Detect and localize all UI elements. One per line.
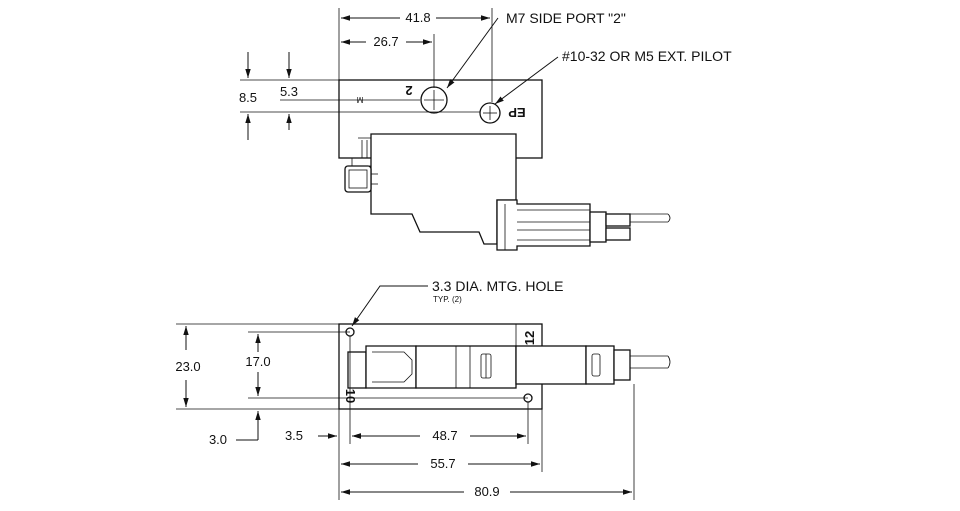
bottom-view: 12 10 3.3 DIA. MTG. HOLE TYP. (2) 23.0 1…	[175, 278, 671, 500]
dim-3-0: 3.0	[209, 432, 227, 447]
fitting-body	[515, 345, 587, 385]
callout-side-port: M7 SIDE PORT "2"	[506, 10, 626, 26]
valve-body	[415, 345, 517, 389]
callout-ext-pilot: #10-32 OR M5 EXT. PILOT	[562, 48, 732, 64]
dim-41-8: 41.8	[405, 10, 430, 25]
dim-8-5: 8.5	[239, 90, 257, 105]
left-connector	[344, 165, 372, 193]
ep-marking: EP	[508, 105, 526, 120]
dim-80-9: 80.9	[474, 484, 499, 499]
fitting-nut	[589, 211, 607, 243]
fitting-collet-lower	[605, 227, 631, 241]
dim-17-0: 17.0	[245, 354, 270, 369]
port-2-marking: 2	[405, 83, 412, 98]
valve-lower-body	[370, 133, 517, 245]
callout-mtg-hole: 3.3 DIA. MTG. HOLE	[432, 278, 563, 294]
left-cap	[347, 351, 367, 389]
right-fitting	[496, 199, 591, 251]
dim-3-5: 3.5	[285, 428, 303, 443]
top-view: 2 M EP 41.8 26.7 8.5 5.3 M7 SIDE PORT "2…	[239, 8, 732, 251]
port-12-marking: 12	[522, 331, 537, 345]
fitting-collet-upper	[605, 213, 631, 227]
dim-5-3: 5.3	[280, 84, 298, 99]
callout-mtg-hole-sub: TYP. (2)	[433, 295, 462, 304]
dim-48-7: 48.7	[432, 428, 457, 443]
dim-26-7: 26.7	[373, 34, 398, 49]
fitting-end	[613, 349, 631, 381]
m-marking: M	[356, 95, 363, 104]
dim-23-0: 23.0	[175, 359, 200, 374]
port-10-marking: 10	[343, 389, 358, 403]
dim-55-7: 55.7	[430, 456, 455, 471]
